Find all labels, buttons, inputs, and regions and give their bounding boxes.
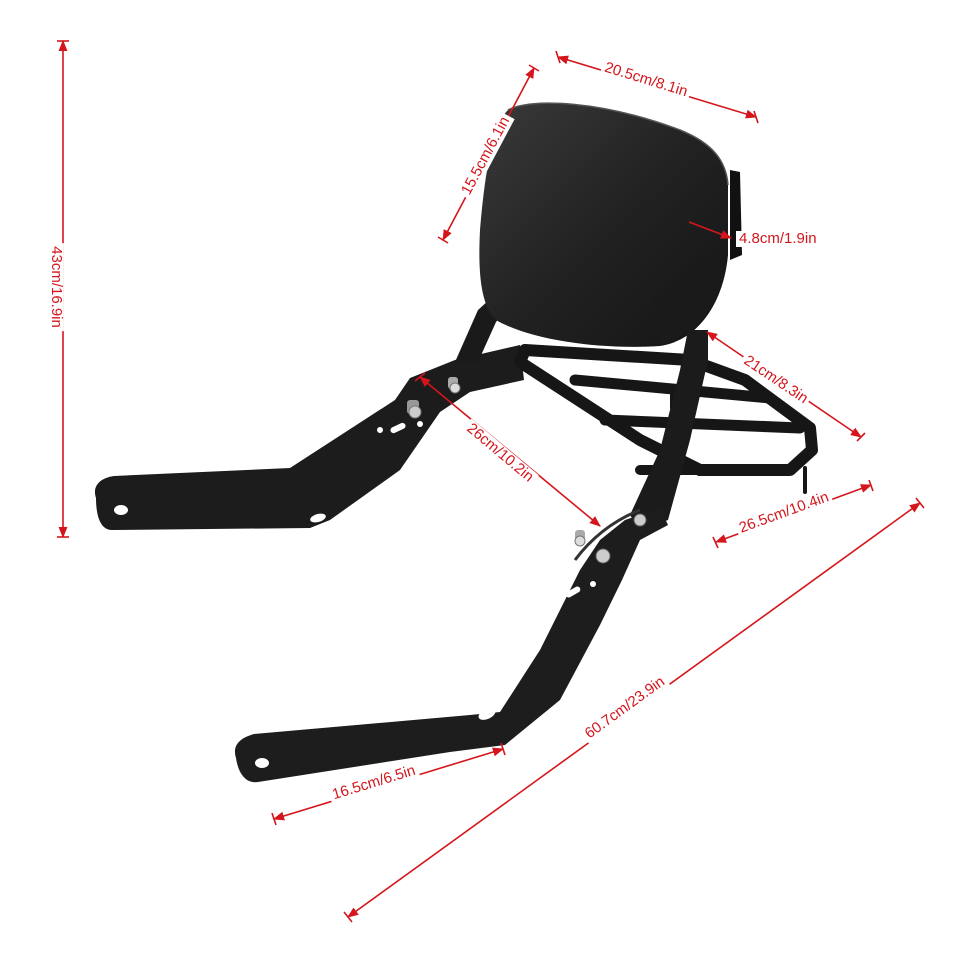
bolt-icon xyxy=(407,400,422,419)
left-side-bracket xyxy=(94,345,524,530)
bolt-icon xyxy=(595,548,611,564)
right-upright xyxy=(630,330,708,530)
dimension-label-overall-height: 43cm/16.9in xyxy=(47,243,65,331)
right-side-bracket xyxy=(234,508,668,783)
bolt-icon xyxy=(574,530,586,547)
bolt-icon xyxy=(633,513,647,527)
backrest-pad xyxy=(479,102,742,347)
dimension-label-pad-thickness: 4.8cm/1.9in xyxy=(736,231,820,247)
